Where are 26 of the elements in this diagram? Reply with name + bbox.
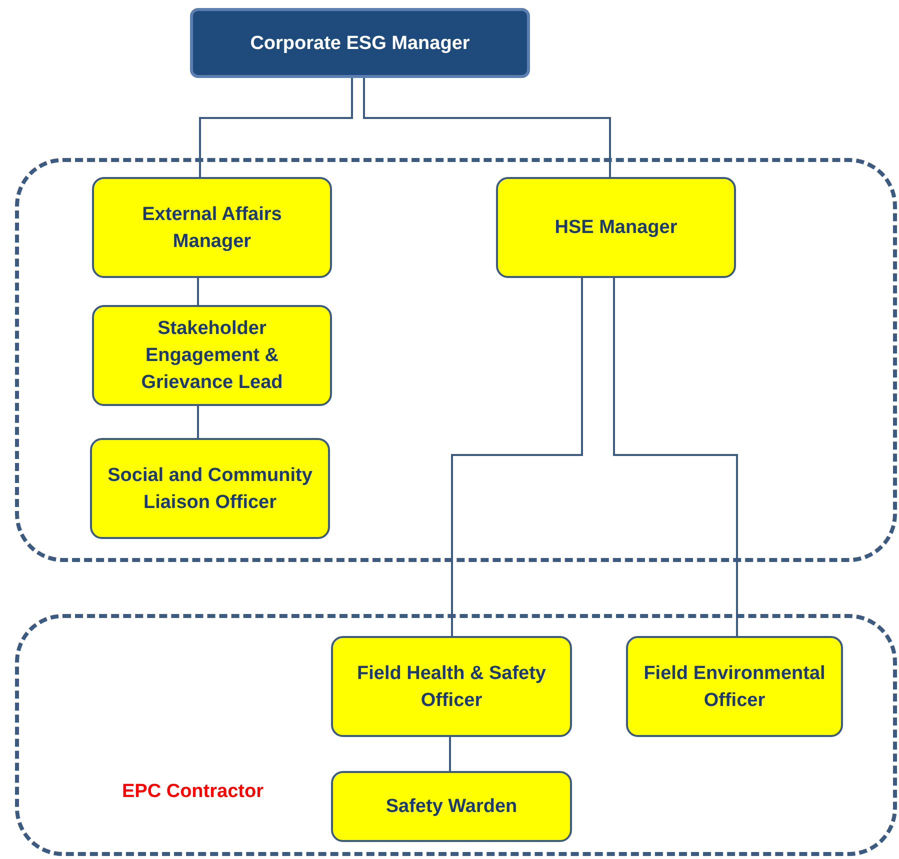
- connector-line: [197, 406, 199, 438]
- role-title: Safety Warden: [386, 795, 518, 819]
- role-title: External Affairs Manager: [141, 202, 283, 254]
- role-title: HSE Manager: [554, 216, 678, 240]
- connector-line: [449, 737, 451, 771]
- role-title: Field Health & Safety Officer: [356, 662, 547, 712]
- role-box: [92, 305, 332, 406]
- connector-line: [363, 78, 611, 177]
- role-title: Stakeholder Engagement & Grievance Lead: [140, 317, 284, 395]
- role-box: [496, 177, 736, 278]
- role-title: Field Environmental Officer: [642, 662, 826, 712]
- role-box: [92, 177, 332, 278]
- role-box: [331, 636, 572, 737]
- manager-box: [190, 8, 530, 78]
- role-box: [90, 438, 330, 539]
- role-title: Social and Community Liaison Officer: [106, 464, 314, 514]
- connector-line: [613, 278, 738, 636]
- connector-line: [199, 78, 353, 177]
- role-box: [626, 636, 843, 737]
- connector-line: [451, 278, 583, 636]
- dashed-group-outline: [15, 158, 897, 562]
- role-title: Corporate ESG Manager: [250, 32, 470, 56]
- connector-line: [197, 278, 199, 305]
- role-box: [331, 771, 572, 842]
- dashed-group-outline: [15, 614, 897, 856]
- group-label: EPC Contractor: [122, 780, 264, 804]
